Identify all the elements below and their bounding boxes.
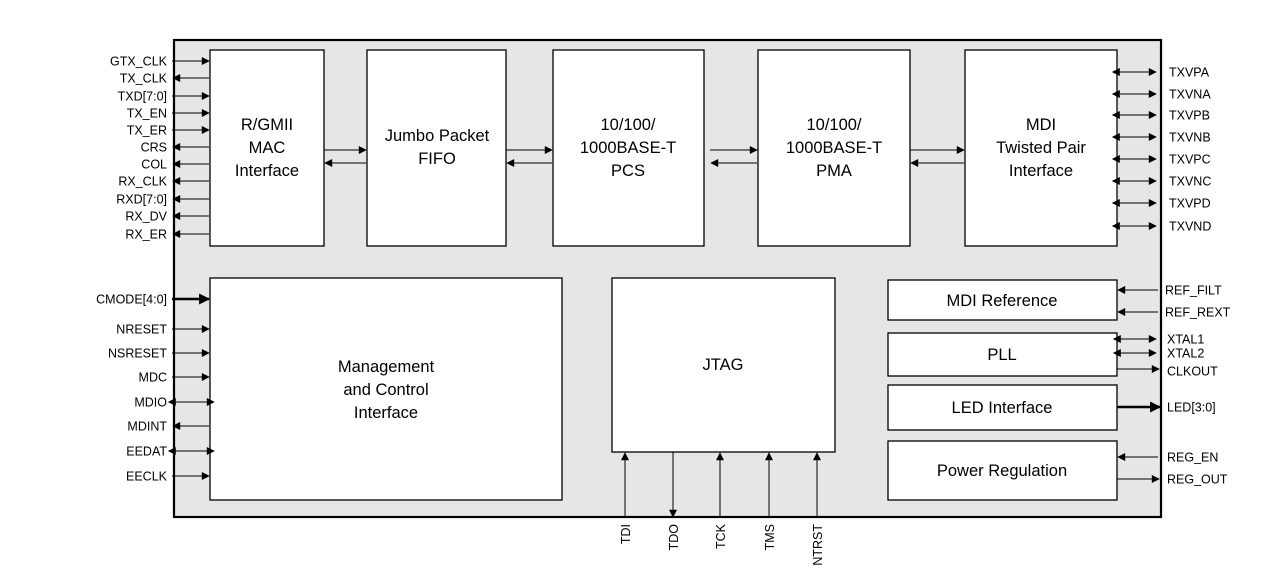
pin-label: TXVNA — [1169, 88, 1211, 102]
pin-label: TDI — [619, 524, 633, 544]
jtag-pin-group: TDI TDO TCK TMS NTRST — [619, 452, 825, 566]
pin-label: TXVND — [1169, 220, 1211, 234]
pin-label: GTX_CLK — [110, 55, 168, 69]
pin-label: CLKOUT — [1167, 365, 1218, 379]
pin-label: REF_FILT — [1165, 284, 1222, 298]
mgmt-label-3: Interface — [354, 404, 418, 422]
mdi-label-1: MDI — [1026, 116, 1056, 134]
pma-label-2: 1000BASE-T — [786, 139, 882, 157]
pma-label-3: PMA — [816, 162, 852, 180]
pin-label: TCK — [714, 523, 728, 549]
pcs-label-1: 10/100/ — [600, 116, 655, 134]
jumbo-fifo-block — [366, 49, 507, 247]
management-control-block — [209, 277, 563, 501]
pin-label: RX_ER — [125, 228, 167, 242]
pin-label: TXD[7:0] — [118, 90, 167, 104]
pin-label: COL — [141, 158, 167, 172]
pin-label: TXVNB — [1169, 131, 1211, 145]
mdiref-label: MDI Reference — [947, 292, 1058, 310]
inter-block-arrows — [324, 146, 965, 167]
pin-label: LED[3:0] — [1167, 401, 1216, 415]
pin-label: REF_REXT — [1165, 306, 1231, 320]
pin-label: REG_OUT — [1167, 473, 1228, 487]
pin-label: TXVPD — [1169, 197, 1211, 211]
pcs-label-3: PCS — [611, 162, 645, 180]
mgmt-label-2: and Control — [343, 381, 428, 399]
mac-interface-block — [209, 49, 325, 247]
pin-label: EEDAT — [126, 445, 167, 459]
pin-label: RXD[7:0] — [116, 193, 167, 207]
pin-label: TX_ER — [127, 124, 167, 138]
fifo-label-1: Jumbo Packet — [385, 127, 490, 145]
pin-label: TXVPC — [1169, 153, 1211, 167]
mdi-twisted-pair-block — [964, 49, 1118, 247]
right-lower-pin-group: REF_FILT REF_REXT XTAL1 XTAL2 CLKOUT LED… — [1112, 284, 1231, 487]
mac-pin-group: GTX_CLK TX_CLK TXD[7:0] TX_EN TX_ER CRS … — [110, 55, 210, 242]
pin-label: CMODE[4:0] — [96, 293, 167, 307]
pin-label: CRS — [141, 141, 167, 155]
pin-label: TXVPA — [1169, 66, 1210, 80]
pin-label: NTRST — [811, 524, 825, 566]
pin-label: MDIO — [134, 396, 167, 410]
pin-label: XTAL2 — [1167, 347, 1204, 361]
mgmt-label-1: Management — [338, 358, 435, 376]
pin-label: REG_EN — [1167, 451, 1218, 465]
pin-label: TXVPB — [1169, 109, 1210, 123]
pin-label: MDC — [139, 371, 167, 385]
pin-label: XTAL1 — [1167, 333, 1204, 347]
pcs-label-2: 1000BASE-T — [580, 139, 676, 157]
pin-label: TDO — [667, 524, 681, 551]
pin-label: TMS — [763, 524, 777, 550]
pll-label: PLL — [987, 346, 1016, 364]
mdi-reference-block — [887, 279, 1118, 321]
mdi-label-3: Interface — [1009, 162, 1073, 180]
pin-label: NRESET — [116, 323, 167, 337]
pma-block — [757, 49, 911, 247]
mdi-pin-group: TXVPA TXVNA TXVPB TXVNB TXVPC TXVNC TXVP… — [1111, 66, 1211, 234]
power-regulation-block — [887, 440, 1118, 501]
pcs-block — [552, 49, 705, 247]
pin-label: RX_CLK — [118, 175, 167, 189]
mac-label-2: MAC — [249, 139, 286, 157]
led-interface-block — [887, 384, 1118, 431]
pin-label: TX_EN — [127, 107, 167, 121]
pma-label-1: 10/100/ — [806, 116, 861, 134]
pin-label: NSRESET — [108, 347, 167, 361]
led-label: LED Interface — [952, 399, 1053, 417]
fifo-label-2: FIFO — [418, 150, 456, 168]
pin-label: EECLK — [126, 470, 168, 484]
pin-label: RX_DV — [125, 210, 167, 224]
pin-label: MDINT — [127, 420, 167, 434]
jtag-block — [611, 277, 836, 453]
pll-block — [887, 332, 1118, 377]
power-label: Power Regulation — [937, 462, 1067, 480]
mac-label-3: Interface — [235, 162, 299, 180]
pin-label: TXVNC — [1169, 175, 1211, 189]
mdi-label-2: Twisted Pair — [996, 139, 1086, 157]
jtag-label: JTAG — [703, 356, 744, 374]
mac-label-1: R/GMII — [241, 116, 293, 134]
pin-label: TX_CLK — [120, 72, 168, 86]
mgmt-pin-group: CMODE[4:0] NRESET NSRESET MDC MDIO MDINT… — [96, 293, 215, 484]
